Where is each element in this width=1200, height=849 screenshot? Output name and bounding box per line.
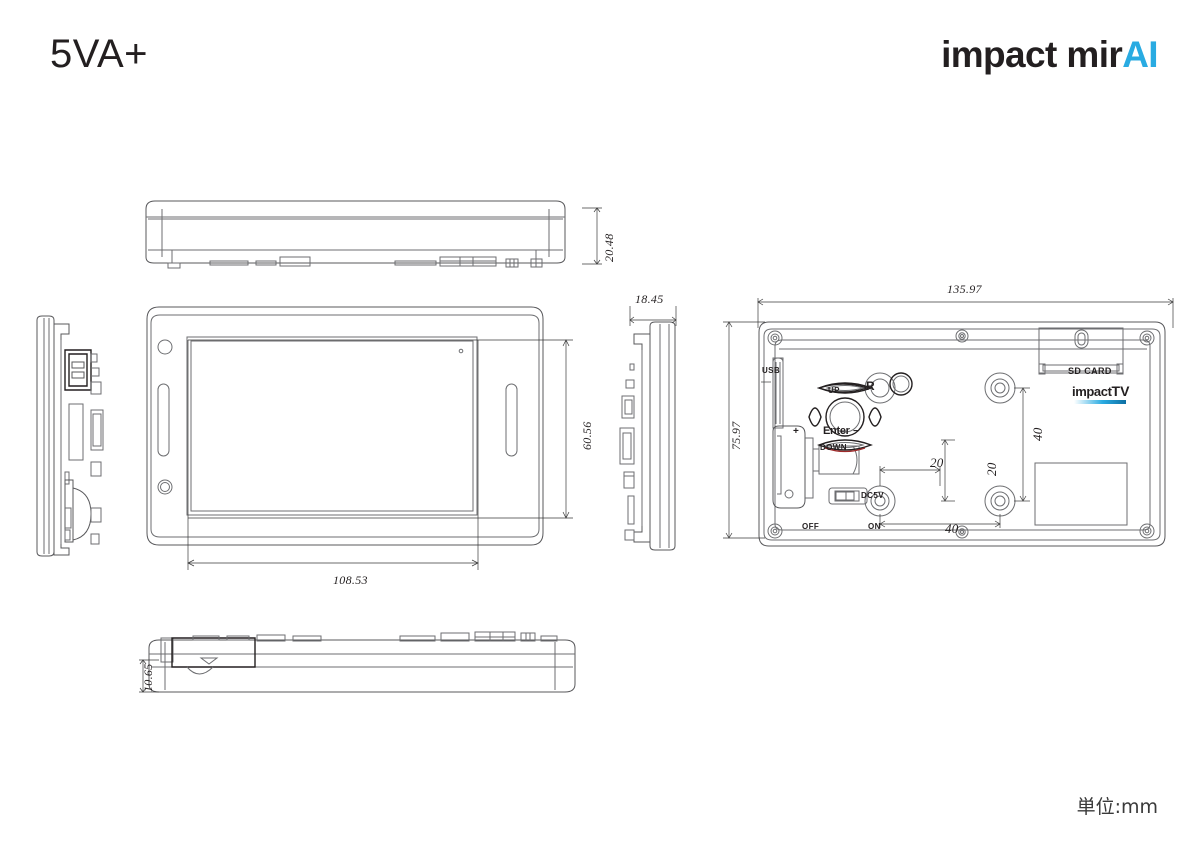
rear-impacttv-logo-underline (1074, 400, 1126, 404)
rear-label-switch-on: ON (868, 522, 881, 531)
dimension-overall-height-line (723, 321, 765, 539)
brand-logo: impact mir AI (941, 34, 1159, 75)
right-side-view-drawing (619, 321, 676, 551)
top-view-drawing (145, 200, 566, 269)
dimension-overall-width-label: 135.97 (947, 282, 982, 296)
page-title: 5VA+ (50, 32, 148, 76)
dimension-stand-height-label: 10.65 (141, 663, 155, 693)
rear-label-dc5v: DC5V (861, 491, 884, 500)
brand-logo-text-black: impact mir (941, 34, 1123, 75)
dimension-overall-height (715, 310, 765, 560)
unit-note: 単位:mm (1076, 796, 1158, 818)
right-side-view (612, 318, 702, 558)
rear-impacttv-logo-mark: TV (1111, 383, 1130, 399)
front-view (145, 305, 585, 565)
left-side-view-drawing (36, 315, 104, 557)
rear-label-switch-off: OFF (802, 522, 820, 531)
rear-button-down: DOWN (820, 443, 847, 452)
rear-button-enter: Enter (823, 425, 850, 437)
dimension-thickness (580, 200, 620, 280)
rear-button-minus: − (853, 426, 860, 437)
rear-label-usb: USB (762, 366, 781, 375)
dimension-overall-width-line (757, 298, 1174, 328)
rear-impacttv-logo-text: impact (1072, 384, 1112, 399)
dimension-overall-height-label: 75.97 (729, 421, 743, 451)
rear-view (755, 318, 1175, 558)
rear-view-drawing (758, 321, 1166, 547)
dimension-stand-height-line (139, 659, 159, 693)
dimension-screen-width-label: 108.53 (333, 573, 368, 587)
dimension-thickness-line (582, 207, 602, 265)
front-view-dimension-lines (187, 339, 573, 570)
bottom-view-drawing (148, 631, 576, 693)
top-view (140, 195, 590, 285)
dimension-vesa-h20-label: 20 (930, 455, 944, 470)
dimension-vesa-h40-label: 40 (945, 521, 959, 536)
rear-impacttv-logo: impactTV (1072, 383, 1130, 404)
dimension-vesa-v20-label: 20 (984, 462, 999, 476)
dimension-depth-line (629, 306, 677, 326)
left-side-view (25, 312, 125, 562)
rear-label-sd-card: SD CARD (1068, 366, 1112, 376)
dimension-screen-height-label: 60.56 (580, 421, 594, 451)
dimension-vesa-v40-label: 40 (1030, 427, 1045, 441)
rear-button-plus: + (793, 426, 800, 437)
brand-logo-text-blue: AI (1122, 34, 1158, 75)
front-view-dimension-guides (148, 330, 608, 590)
dimension-overall-width (748, 288, 1188, 328)
rear-button-reset: R (866, 379, 876, 393)
dimension-stand-height (125, 648, 165, 708)
front-view-drawing (146, 306, 544, 546)
dimension-depth-label: 18.45 (635, 292, 664, 306)
dimension-depth (620, 300, 700, 330)
rear-button-up: UP (828, 386, 840, 395)
bottom-view (145, 622, 595, 702)
dimension-thickness-label: 20.48 (602, 233, 616, 263)
